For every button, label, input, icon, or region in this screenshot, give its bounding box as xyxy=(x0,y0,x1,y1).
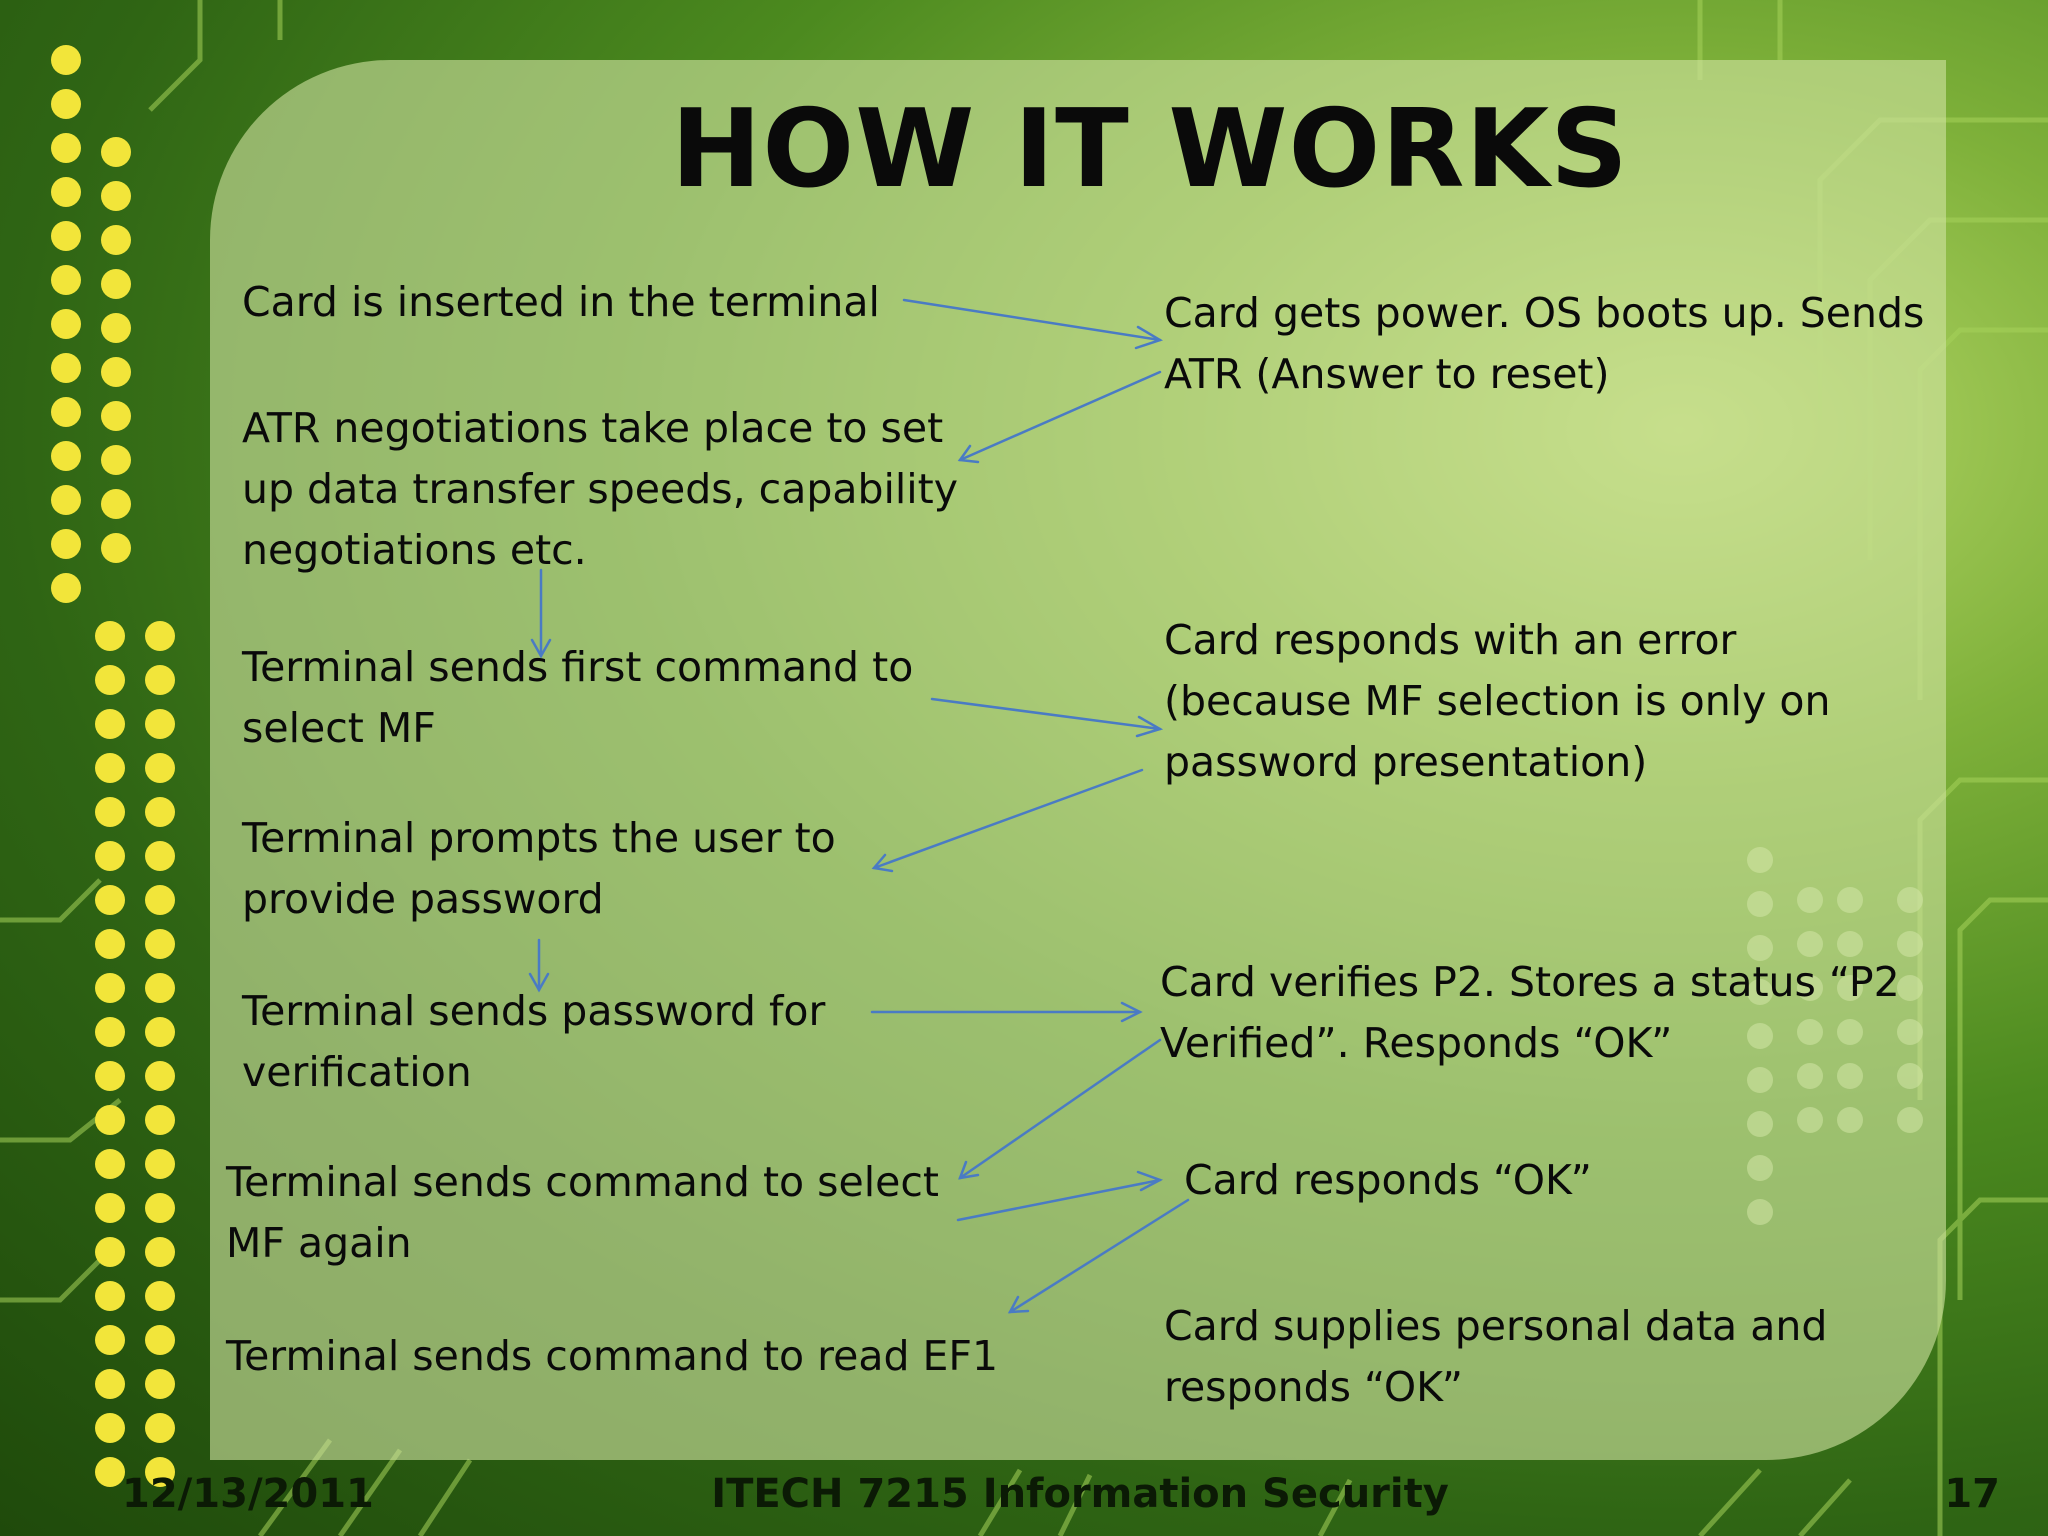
terminal-step-read-ef1: Terminal sends command to read EF1 xyxy=(226,1332,999,1380)
slide-title: HOW IT WORKS xyxy=(671,87,1629,212)
terminal-step-atr-negotiations: ATR negotiations take place to set up da… xyxy=(242,404,959,574)
terminal-step-card-inserted: Card is inserted in the terminal xyxy=(242,278,880,326)
card-step-responds-ok: Card responds “OK” xyxy=(1184,1156,1592,1204)
card-step-verify-p2: Card verifies P2. Stores a status “P2 Ve… xyxy=(1160,958,1900,1067)
terminal-step-prompt-password: Terminal prompts the user to provide pas… xyxy=(242,814,836,923)
footer-page-number: 17 xyxy=(1944,1471,2000,1517)
card-step-supplies-data: Card supplies personal data and responds… xyxy=(1164,1302,1828,1411)
footer-date: 12/13/2011 xyxy=(122,1471,374,1517)
terminal-step-select-mf: Terminal sends first command to select M… xyxy=(242,643,914,752)
terminal-step-send-password: Terminal sends password for verification xyxy=(242,987,826,1096)
card-step-power-atr: Card gets power. OS boots up. Sends ATR … xyxy=(1164,289,1925,398)
card-step-error-response: Card responds with an error (because MF … xyxy=(1164,616,1831,786)
footer-course: ITECH 7215 Information Security xyxy=(711,1471,1449,1517)
terminal-step-select-mf-again: Terminal sends command to select MF agai… xyxy=(226,1158,939,1267)
